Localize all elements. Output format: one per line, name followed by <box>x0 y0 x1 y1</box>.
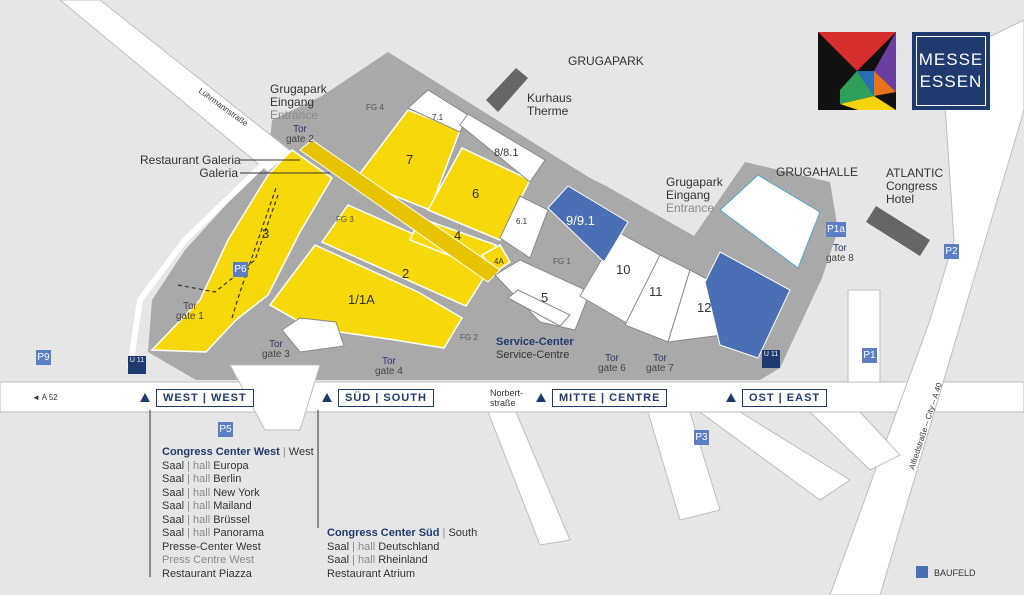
norbertstrasse-label: Norbert- straße <box>490 388 524 408</box>
atlantic-label: ATLANTIC Congress Hotel <box>886 166 944 206</box>
fg3-label: FG 3 <box>336 215 354 224</box>
grugahalle-shape <box>719 174 821 269</box>
congress-sued-list: Congress Center Süd | South Saal | hall … <box>327 527 478 580</box>
zone-mitte: MITTE | CENTRE <box>552 389 668 407</box>
service-center-shape <box>507 289 571 327</box>
grugapark-entrance-west: Grugapark Eingang Entrance <box>270 82 327 122</box>
parking-p5: P5 <box>218 422 233 437</box>
hall-8-label: 8/8.1 <box>494 147 518 159</box>
zone-sued: SÜD | SOUTH <box>338 389 434 407</box>
grugahalle-label: GRUGAHALLE <box>776 165 858 179</box>
congress-west-list: Congress Center West | West Saal | hall … <box>162 446 314 580</box>
zone-ost-arrow <box>726 393 736 402</box>
kurhaus-shape <box>486 68 528 112</box>
hall-3-label: 3 <box>262 226 269 241</box>
parking-p1a: P1a <box>826 222 846 237</box>
messe-essen-logo: MESSE ESSEN <box>912 32 990 110</box>
galeria-strip <box>299 139 501 283</box>
zone-mitte-arrow <box>536 393 546 402</box>
hall-1-label: 1/1A <box>348 292 375 307</box>
fg4-label: FG 4 <box>366 103 384 112</box>
yellow-halls <box>150 109 532 353</box>
zone-west: WEST | WEST <box>156 389 254 407</box>
west-path <box>127 157 271 369</box>
service-center-label: Service-Center Service-Centre <box>496 336 574 361</box>
a52-label: ◄ A 52 <box>32 393 58 402</box>
baufeld-swatch <box>916 566 928 578</box>
restaurant-galeria-label: Restaurant Galeria Galeria <box>140 153 241 180</box>
hall-6-1-label: 6.1 <box>516 217 528 226</box>
hall-6-label: 6 <box>472 186 479 201</box>
zone-ost: OST | EAST <box>742 389 828 407</box>
atlantic-shape <box>866 206 930 256</box>
hall-3-shape <box>150 149 333 353</box>
hall-4a-label: 4A <box>494 257 504 266</box>
baufeld-label: BAUFELD <box>934 568 976 578</box>
hall-east-block <box>704 251 791 359</box>
white-halls <box>281 89 729 353</box>
parking-p2: P2 <box>944 244 959 259</box>
u11-west-icon: U 11 <box>128 356 146 374</box>
hall-2-label: 2 <box>402 266 409 281</box>
hall-9-shape <box>547 185 629 263</box>
fg2-label: FG 2 <box>460 333 478 342</box>
dashed-path-2 <box>231 187 277 319</box>
hall-12-label: 12 <box>697 300 711 315</box>
hall-8-shape <box>459 113 546 183</box>
grugapark-label: GRUGAPARK <box>568 54 644 68</box>
messe-logo-mark <box>818 32 896 110</box>
hall-6-1-shape <box>499 195 549 259</box>
hall-11-label: 11 <box>649 284 663 299</box>
parking-p1: P1 <box>862 348 877 363</box>
hall-7-1-label: 7.1 <box>432 113 444 122</box>
parking-p3: P3 <box>694 430 709 445</box>
fg1-label: FG 1 <box>553 257 571 266</box>
leader-lines <box>149 159 330 577</box>
blue-halls <box>547 174 821 359</box>
zone-sued-arrow <box>322 393 332 402</box>
parking-p6: P6 <box>233 262 248 277</box>
congress-west-shape <box>281 317 345 353</box>
hall-9-label: 9/9.1 <box>566 213 595 228</box>
kurhaus-label: Kurhaus Therme <box>527 91 572 118</box>
parking-p9: P9 <box>36 350 51 365</box>
hall-7-label: 7 <box>406 152 413 167</box>
hall-4-label: 4 <box>454 228 461 243</box>
hall-5-shape <box>494 259 591 331</box>
grugapark-entrance-east: Grugapark Eingang Entrance <box>666 175 723 215</box>
hall-5-label: 5 <box>541 290 548 305</box>
u11-east-icon: U 11 <box>762 350 780 368</box>
zone-west-arrow <box>140 393 150 402</box>
hall-10-label: 10 <box>616 262 630 277</box>
